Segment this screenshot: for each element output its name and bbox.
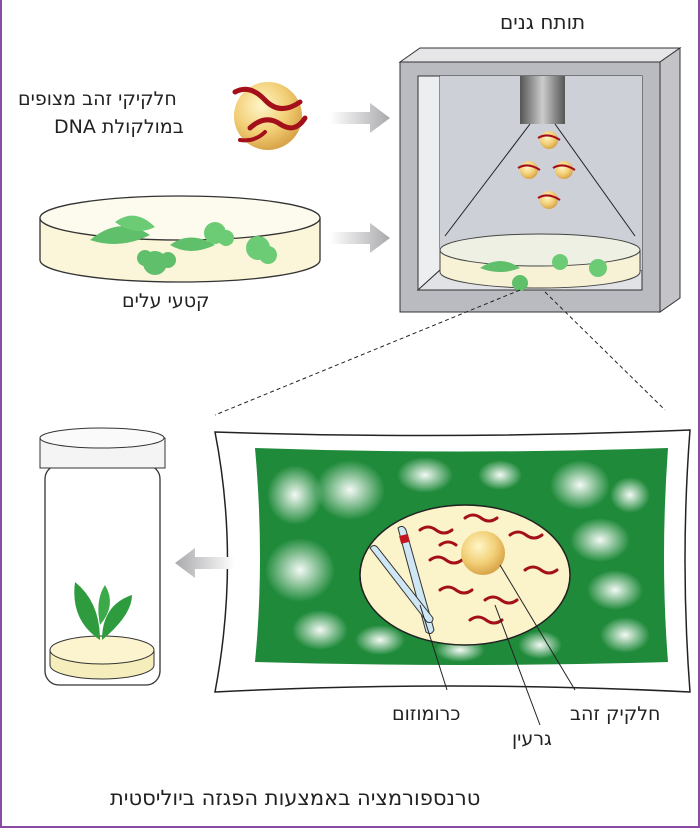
label-gene-gun: תותח גנים (500, 10, 586, 34)
nucleus (359, 504, 571, 646)
label-nucleus: גרעין (512, 728, 552, 750)
dna-coated-gold-particle (232, 82, 308, 150)
arrow-right-icon (330, 223, 390, 253)
diagram-title: טרנספורמציה באמצעות הפגזה ביוליסטית (110, 786, 481, 810)
label-leaf-pieces: קטעי עלים (122, 290, 210, 312)
culture-jar (39, 427, 166, 686)
arrow-left-icon (175, 548, 235, 578)
label-chromosome: כרומוזום (392, 703, 461, 725)
label-gold-particles-line1: חלקיקי זהב מצופים (18, 88, 177, 110)
label-gold-particle: חלקיק זהב (570, 703, 661, 725)
chromosomes (369, 525, 435, 635)
arrow-right-icon (330, 103, 390, 133)
gene-gun (398, 47, 682, 313)
petri-dish-with-leaves (39, 195, 321, 283)
plant-cell (214, 429, 691, 726)
gold-particle (461, 531, 505, 575)
label-gold-particles-line2: במולקולת DNA (54, 116, 184, 138)
